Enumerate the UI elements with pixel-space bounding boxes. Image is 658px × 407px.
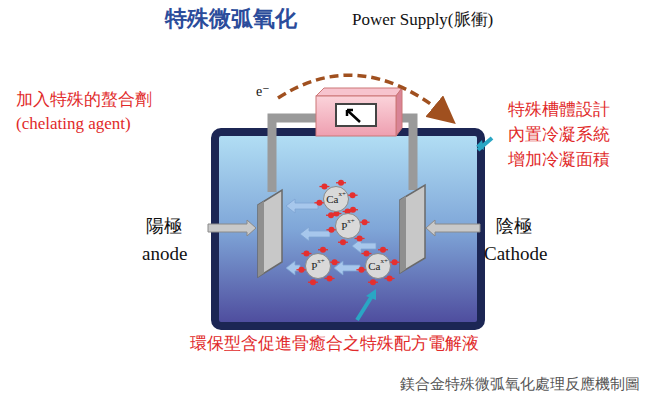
electrode-label: Cathode [484,243,547,265]
title: 特殊微弧氧化 [165,6,297,31]
ion-motion-arrow [352,239,376,253]
caption: 鎂合金特殊微弧氧化處理反應機制圖 [400,376,640,393]
pointer-arrow [357,296,372,320]
charge-dash [355,238,365,239]
charge-dash [336,182,346,183]
electrode-label: 陰極 [496,216,532,237]
ion-symbol: Ca [368,260,380,272]
anode-plate-side [258,201,264,277]
note: 內置冷凝系統 [508,125,610,145]
anode-plate [258,190,282,277]
ion-motion-arrow [286,261,300,275]
charge-dash [318,249,328,250]
charge-dash [378,249,388,250]
electrode-label: 陽極 [146,216,182,237]
charge-dash [338,242,348,243]
ion-circle: Cax+ [365,253,391,279]
ion-charge: x+ [317,257,324,265]
ion-circle: Px+ [335,213,361,239]
ion-symbol: P [311,260,317,272]
charge-dash [348,209,358,210]
charge-dash [319,186,329,187]
charge-dash [325,278,335,279]
pointer-arrow-head [476,140,484,150]
pointer-arrow [426,220,480,236]
electrode-label: anode [142,243,187,265]
ion-circle: Cax+ [323,186,349,212]
charge-dash [348,195,358,196]
note: 增加冷凝面積 [508,150,610,170]
power-supply-label: Power Supply(脈衝) [352,10,493,30]
pointer-arrow [208,220,256,236]
charge-dash [368,282,378,283]
ion-symbol: Ca [326,193,338,205]
ion-charge: x+ [347,217,354,225]
ion-motion-arrow [334,261,360,275]
charge-dash [331,213,341,214]
note: 加入特殊的螯合劑 [16,90,152,110]
power-box-top [316,88,402,96]
ion-symbol: P [341,220,347,232]
charge-dash [385,278,395,279]
note: 環保型含促進骨癒合之特殊配方電解液 [190,334,479,354]
electron-label: e⁻ [256,84,270,100]
note: 特殊槽體設計 [508,100,610,120]
charge-dash [301,253,311,254]
wire [272,118,316,192]
charge-dash [308,282,318,283]
note: (chelating agent) [16,114,131,134]
meter [336,104,376,126]
electron-flow-arc [278,75,445,115]
ion-motion-arrow [300,227,330,241]
cathode-plate [400,185,425,273]
charge-dash [361,253,371,254]
pointer-arrow-head [366,289,376,300]
charge-dash [390,262,400,263]
power-box-side [396,88,402,136]
ion-motion-arrow [286,199,318,213]
ion-charge: x+ [338,190,345,198]
charge-dash [360,222,370,223]
ion-circle: Px+ [305,253,331,279]
charge-dash [330,262,340,263]
power-box [316,96,396,136]
ion-charge: x+ [380,257,387,265]
cathode-plate-side [400,196,406,273]
meter-needle [347,110,360,122]
